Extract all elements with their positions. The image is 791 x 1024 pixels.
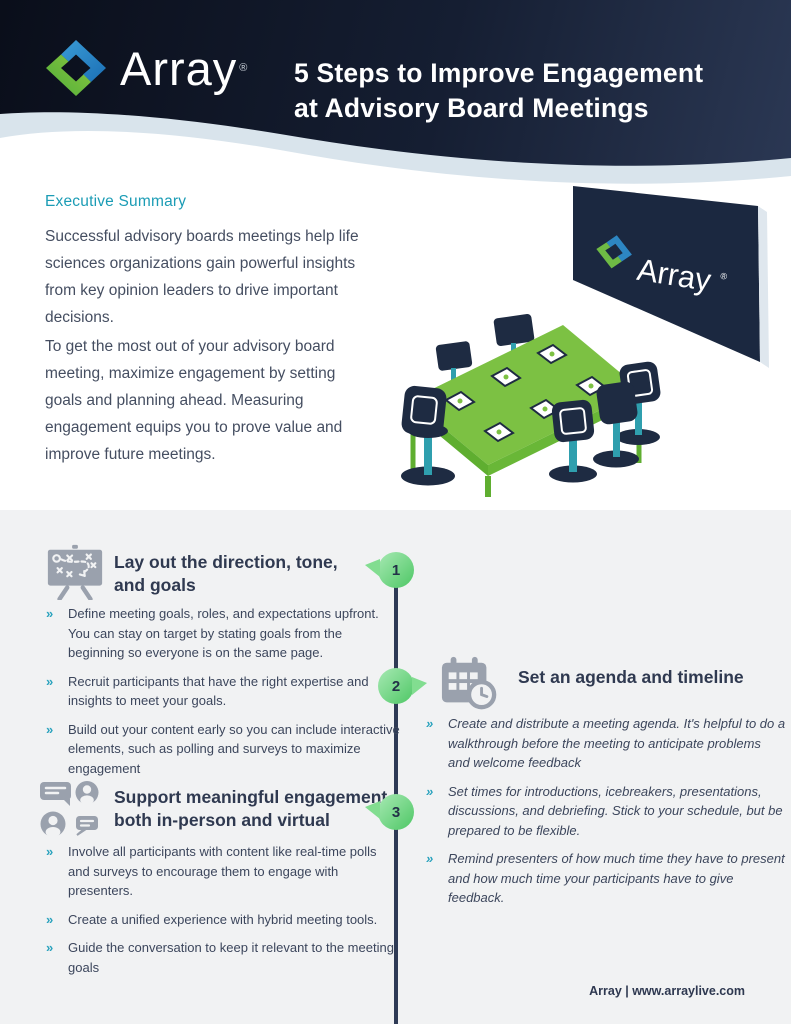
page-title-line2: at Advisory Board Meetings	[294, 93, 649, 124]
step-number: 1	[391, 561, 401, 579]
chevron-bullet-icon: »	[426, 851, 434, 866]
header-banner	[0, 0, 791, 184]
step-marker-1: 1	[365, 552, 414, 588]
people-chat-icon	[40, 781, 99, 837]
bullet-item: » Create and distribute a meeting agenda.…	[424, 714, 786, 773]
step-1-title-line1: Lay out the direction, tone,	[114, 552, 338, 572]
array-wordmark: Array	[120, 41, 238, 95]
step-3-title-line2: both in-person and virtual	[114, 810, 330, 831]
bullet-item: » Remind presenters of how much time they…	[424, 849, 786, 908]
chairs	[401, 361, 661, 486]
step-marker-3: 3	[365, 794, 414, 830]
registered-mark: ®	[239, 62, 248, 74]
calendar-clock-icon	[441, 656, 497, 710]
bullet-item: » Involve all participants with content l…	[44, 842, 400, 901]
step-2-heading: Set an agenda and timeline	[518, 666, 744, 689]
bullet-text: Create a unified experience with hybrid …	[68, 911, 378, 927]
chevron-bullet-icon: »	[426, 716, 434, 731]
bullet-text: Define meeting goals, roles, and expecta…	[68, 606, 379, 660]
footer-link[interactable]: Array | www.arraylive.com	[589, 984, 745, 998]
bullet-item: » Set times for introductions, icebreaker…	[424, 782, 786, 841]
bullet-text: Remind presenters of how much time they …	[448, 851, 785, 905]
bullet-text: Involve all participants with content li…	[68, 844, 377, 898]
step-3-title-line1: Support meaningful engagement,	[114, 787, 393, 807]
chevron-bullet-icon: »	[46, 606, 54, 621]
chevron-bullet-icon: »	[426, 783, 434, 799]
chevron-bullet-icon: »	[46, 940, 54, 955]
bullet-item: » Guide the conversation to keep it relev…	[44, 938, 400, 977]
chevron-bullet-icon: »	[46, 844, 54, 859]
summary-paragraph-2: To get the most out of your advisory boa…	[45, 338, 343, 463]
bullet-text: Create and distribute a meeting agenda. …	[448, 716, 786, 770]
bullet-item: » Recruit participants that have the righ…	[44, 672, 400, 711]
marker-tail-icon	[365, 559, 380, 577]
meeting-room-illustration: Array ®	[401, 186, 769, 497]
array-logomark-icon	[46, 40, 106, 96]
step-marker-2: 2	[378, 668, 427, 704]
page-title: 5 Steps to Improve Engagement at Advisor…	[294, 56, 744, 126]
array-logo: Array ®	[44, 38, 247, 98]
screen-brand-reg: ®	[720, 271, 728, 282]
executive-summary-heading: Executive Summary	[45, 193, 187, 210]
bullet-item: » Create a unified experience with hybrid…	[44, 910, 400, 930]
bullet-text: Recruit participants that have the right…	[68, 673, 369, 709]
step-3-bullets: » Involve all participants with content l…	[44, 842, 400, 986]
bullet-item: » Define meeting goals, roles, and expect…	[44, 604, 400, 663]
marker-tail-icon	[412, 677, 427, 695]
bullet-item: » Build out your content early so you can…	[44, 720, 400, 779]
chevron-bullet-icon: »	[46, 911, 54, 927]
chevron-bullet-icon: »	[46, 721, 54, 737]
step-3-heading: Support meaningful engagement, both in-p…	[114, 786, 392, 832]
step-number: 3	[391, 803, 401, 821]
step-1-bullets: » Define meeting goals, roles, and expect…	[44, 604, 400, 787]
step-2-bullets: » Create and distribute a meeting agenda.…	[424, 714, 786, 917]
step-1-heading: Lay out the direction, tone, and goals	[114, 551, 338, 597]
bullet-text: Guide the conversation to keep it releva…	[68, 940, 394, 975]
bullet-text: Build out your content early so you can …	[68, 721, 400, 776]
bullet-text: Set times for introductions, icebreakers…	[448, 783, 783, 838]
step-2-title-line1: Set an agenda and timeline	[518, 667, 744, 687]
screen	[573, 186, 760, 362]
marker-tail-icon	[365, 801, 380, 819]
strategy-board-icon	[47, 544, 103, 600]
header-dark-wave	[0, 0, 791, 166]
summary-paragraph-1: Successful advisory boards meetings help…	[45, 228, 359, 326]
chevron-bullet-icon: »	[46, 673, 54, 689]
step-1-title-line2: and goals	[114, 575, 196, 596]
page-title-line1: 5 Steps to Improve Engagement	[294, 58, 704, 88]
step-number: 2	[391, 677, 401, 695]
